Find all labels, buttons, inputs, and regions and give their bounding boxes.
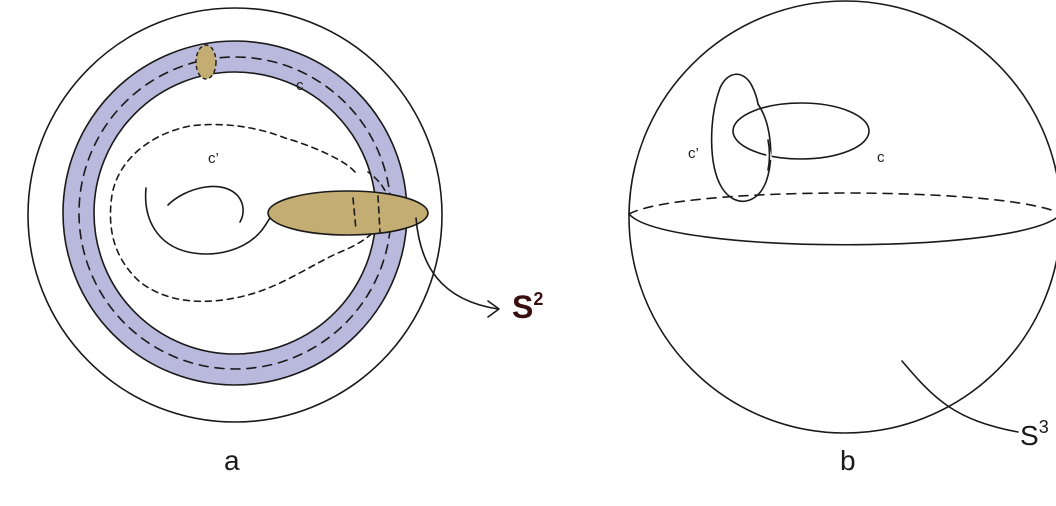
- curve-c-prime-back: [751, 85, 759, 105]
- meridian-disk: [195, 44, 217, 80]
- label-s3-base: S: [1020, 420, 1039, 451]
- panel-b: c’ c S3 b: [628, 0, 1056, 476]
- equator-front: [628, 213, 1056, 246]
- panel-label-a: a: [224, 445, 240, 476]
- curve-c-prime-over: [767, 139, 771, 171]
- curve-c: [732, 102, 870, 160]
- pointer-arrowhead: [487, 300, 500, 318]
- curve-c-prime-front: [710, 73, 772, 203]
- hole-upper-curve: [167, 185, 244, 223]
- equator-back: [628, 192, 1056, 215]
- outer-ball-boundary: [27, 7, 443, 423]
- solid-torus: [62, 40, 408, 386]
- label-s2-exp: 2: [533, 289, 543, 309]
- panel-a: c c’ S2 a: [27, 7, 543, 476]
- label-s3-exp: 3: [1039, 417, 1049, 437]
- disk-hidden-edge: [352, 195, 381, 233]
- label-s2: S2: [512, 289, 543, 325]
- hole-lower-curve: [144, 187, 277, 255]
- label-c-prime: c’: [688, 145, 699, 162]
- label-c: c: [296, 77, 304, 94]
- pointer-s3: [901, 360, 1019, 433]
- panel-label-b: b: [840, 445, 856, 476]
- label-s2-base: S: [512, 289, 533, 325]
- sphere-s3: [628, 0, 1056, 434]
- label-s3: S3: [1020, 417, 1049, 451]
- spanning-disk: [267, 190, 429, 236]
- label-c: c: [877, 149, 885, 166]
- label-c-prime: c’: [208, 150, 219, 167]
- pointer-curve: [415, 217, 499, 310]
